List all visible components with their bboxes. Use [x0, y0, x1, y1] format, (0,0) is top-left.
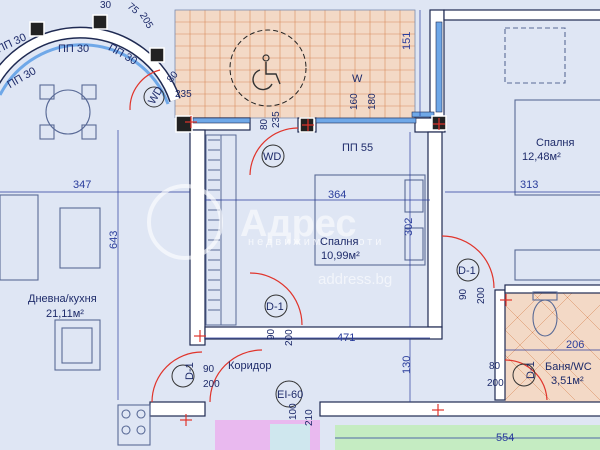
windows [192, 21, 443, 124]
window-tag-pp55: ПП 55 [342, 142, 373, 154]
address-watermark: Адрес недвижими имоти address.bg [147, 184, 392, 288]
svg-text:100: 100 [288, 403, 299, 420]
room-living-area: 21,11м² [46, 308, 84, 320]
svg-text:D-1: D-1 [184, 362, 196, 380]
svg-text:D-1: D-1 [458, 265, 476, 277]
svg-text:200: 200 [476, 287, 487, 304]
door-swings [129, 69, 548, 403]
window-tag-w: W [352, 73, 363, 85]
watermark-subtitle: недвижими имоти [248, 236, 384, 248]
svg-text:235: 235 [175, 89, 192, 100]
svg-text:471: 471 [337, 332, 355, 344]
room-bedroom1-name: Спалня [320, 236, 359, 248]
dimension-lines [0, 10, 600, 439]
svg-text:30: 30 [100, 0, 112, 11]
svg-text:200: 200 [284, 329, 295, 346]
svg-text:200: 200 [203, 379, 220, 390]
room-bedroom2-area: 12,48м² [522, 151, 561, 163]
room-bathroom-name: Баня/WC [545, 361, 592, 373]
svg-text:643: 643 [108, 231, 120, 249]
svg-text:210: 210 [304, 409, 315, 426]
svg-text:130: 130 [401, 356, 413, 374]
room-bathroom-area: 3,51м² [551, 375, 584, 387]
sofa [0, 194, 101, 371]
svg-text:302: 302 [403, 218, 415, 236]
arc-label-2: ПП 30 [58, 43, 89, 55]
svg-text:364: 364 [328, 189, 346, 201]
svg-text:206: 206 [566, 339, 584, 351]
bedroom-1-floor [205, 132, 435, 327]
svg-text:90: 90 [203, 364, 215, 375]
svg-text:80: 80 [259, 118, 270, 130]
dimension-values: 347 643 364 302 471 313 206 554 130 151 … [73, 0, 584, 444]
svg-text:D-1: D-1 [525, 361, 537, 379]
svg-text:80: 80 [489, 361, 501, 372]
svg-text:347: 347 [73, 179, 91, 191]
balcony [174, 9, 416, 119]
grid-markers [180, 116, 512, 426]
svg-text:90: 90 [266, 328, 277, 340]
walls [149, 9, 600, 417]
watermark-brand: Адрес [240, 203, 357, 245]
svg-text:235: 235 [271, 111, 282, 128]
svg-text:EI-60: EI-60 [277, 389, 303, 401]
room-corridor-name: Коридор [228, 360, 271, 372]
room-bedroom2-name: Спалня [536, 137, 575, 149]
wheelchair-icon [229, 29, 307, 107]
svg-text:200: 200 [487, 378, 504, 389]
svg-text:313: 313 [520, 179, 538, 191]
room-bedroom1-area: 10,99м² [321, 250, 360, 262]
svg-text:554: 554 [496, 432, 514, 444]
svg-text:D-1: D-1 [266, 301, 284, 313]
svg-text:151: 151 [401, 32, 413, 50]
bed-1 [314, 174, 426, 266]
svg-text:180: 180 [367, 93, 378, 110]
dining-table [39, 84, 97, 140]
bathroom-tiles [504, 289, 600, 401]
corridor-green [335, 425, 600, 450]
svg-text:90: 90 [458, 288, 469, 300]
room-living-name: Дневна/кухня [28, 293, 97, 305]
svg-text:WD: WD [263, 151, 281, 163]
kitchen [117, 404, 151, 446]
svg-text:160: 160 [349, 93, 360, 110]
watermark-site: address.bg [318, 271, 392, 288]
toilet [532, 291, 558, 337]
bed-2 [504, 27, 600, 281]
